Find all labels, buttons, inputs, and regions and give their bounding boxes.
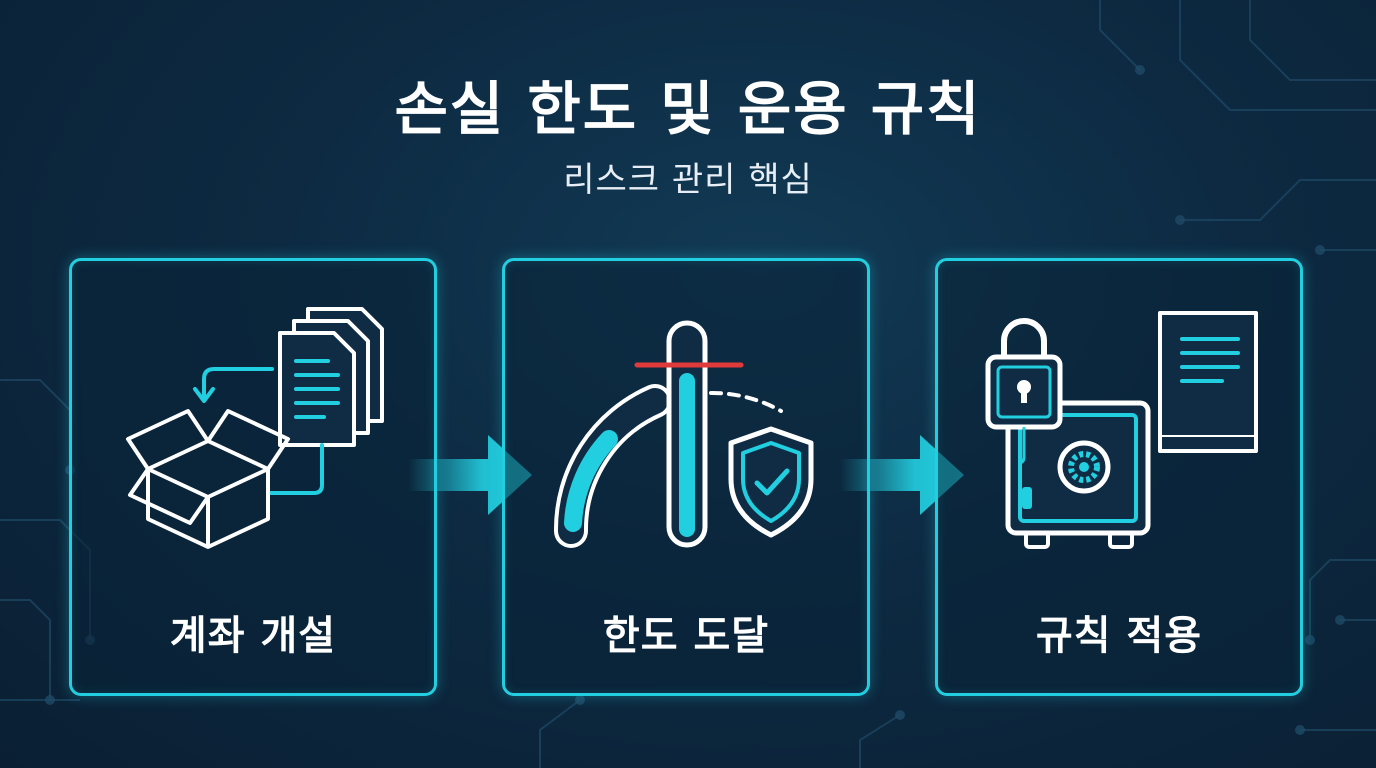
box-documents-icon (126, 307, 384, 549)
gauge-shield-icon (553, 320, 814, 548)
step-panel-limit-reached: 한도 도달 (502, 258, 870, 696)
arrow-right-icon (408, 435, 532, 515)
page-subtitle: 리스크 관리 핵심 (563, 160, 813, 200)
page-title: 손실 한도 및 운용 규칙 (394, 75, 982, 143)
lock-safe-book-icon (985, 311, 1258, 549)
step-label: 계좌 개설 (169, 613, 337, 659)
step-label: 규칙 적용 (1035, 613, 1203, 659)
step-panel-rules-applied: 규칙 적용 (935, 258, 1303, 696)
arrow-right-icon (840, 435, 964, 515)
step-panel-account-open: 계좌 개설 (69, 258, 437, 696)
step-label: 한도 도달 (602, 613, 770, 659)
